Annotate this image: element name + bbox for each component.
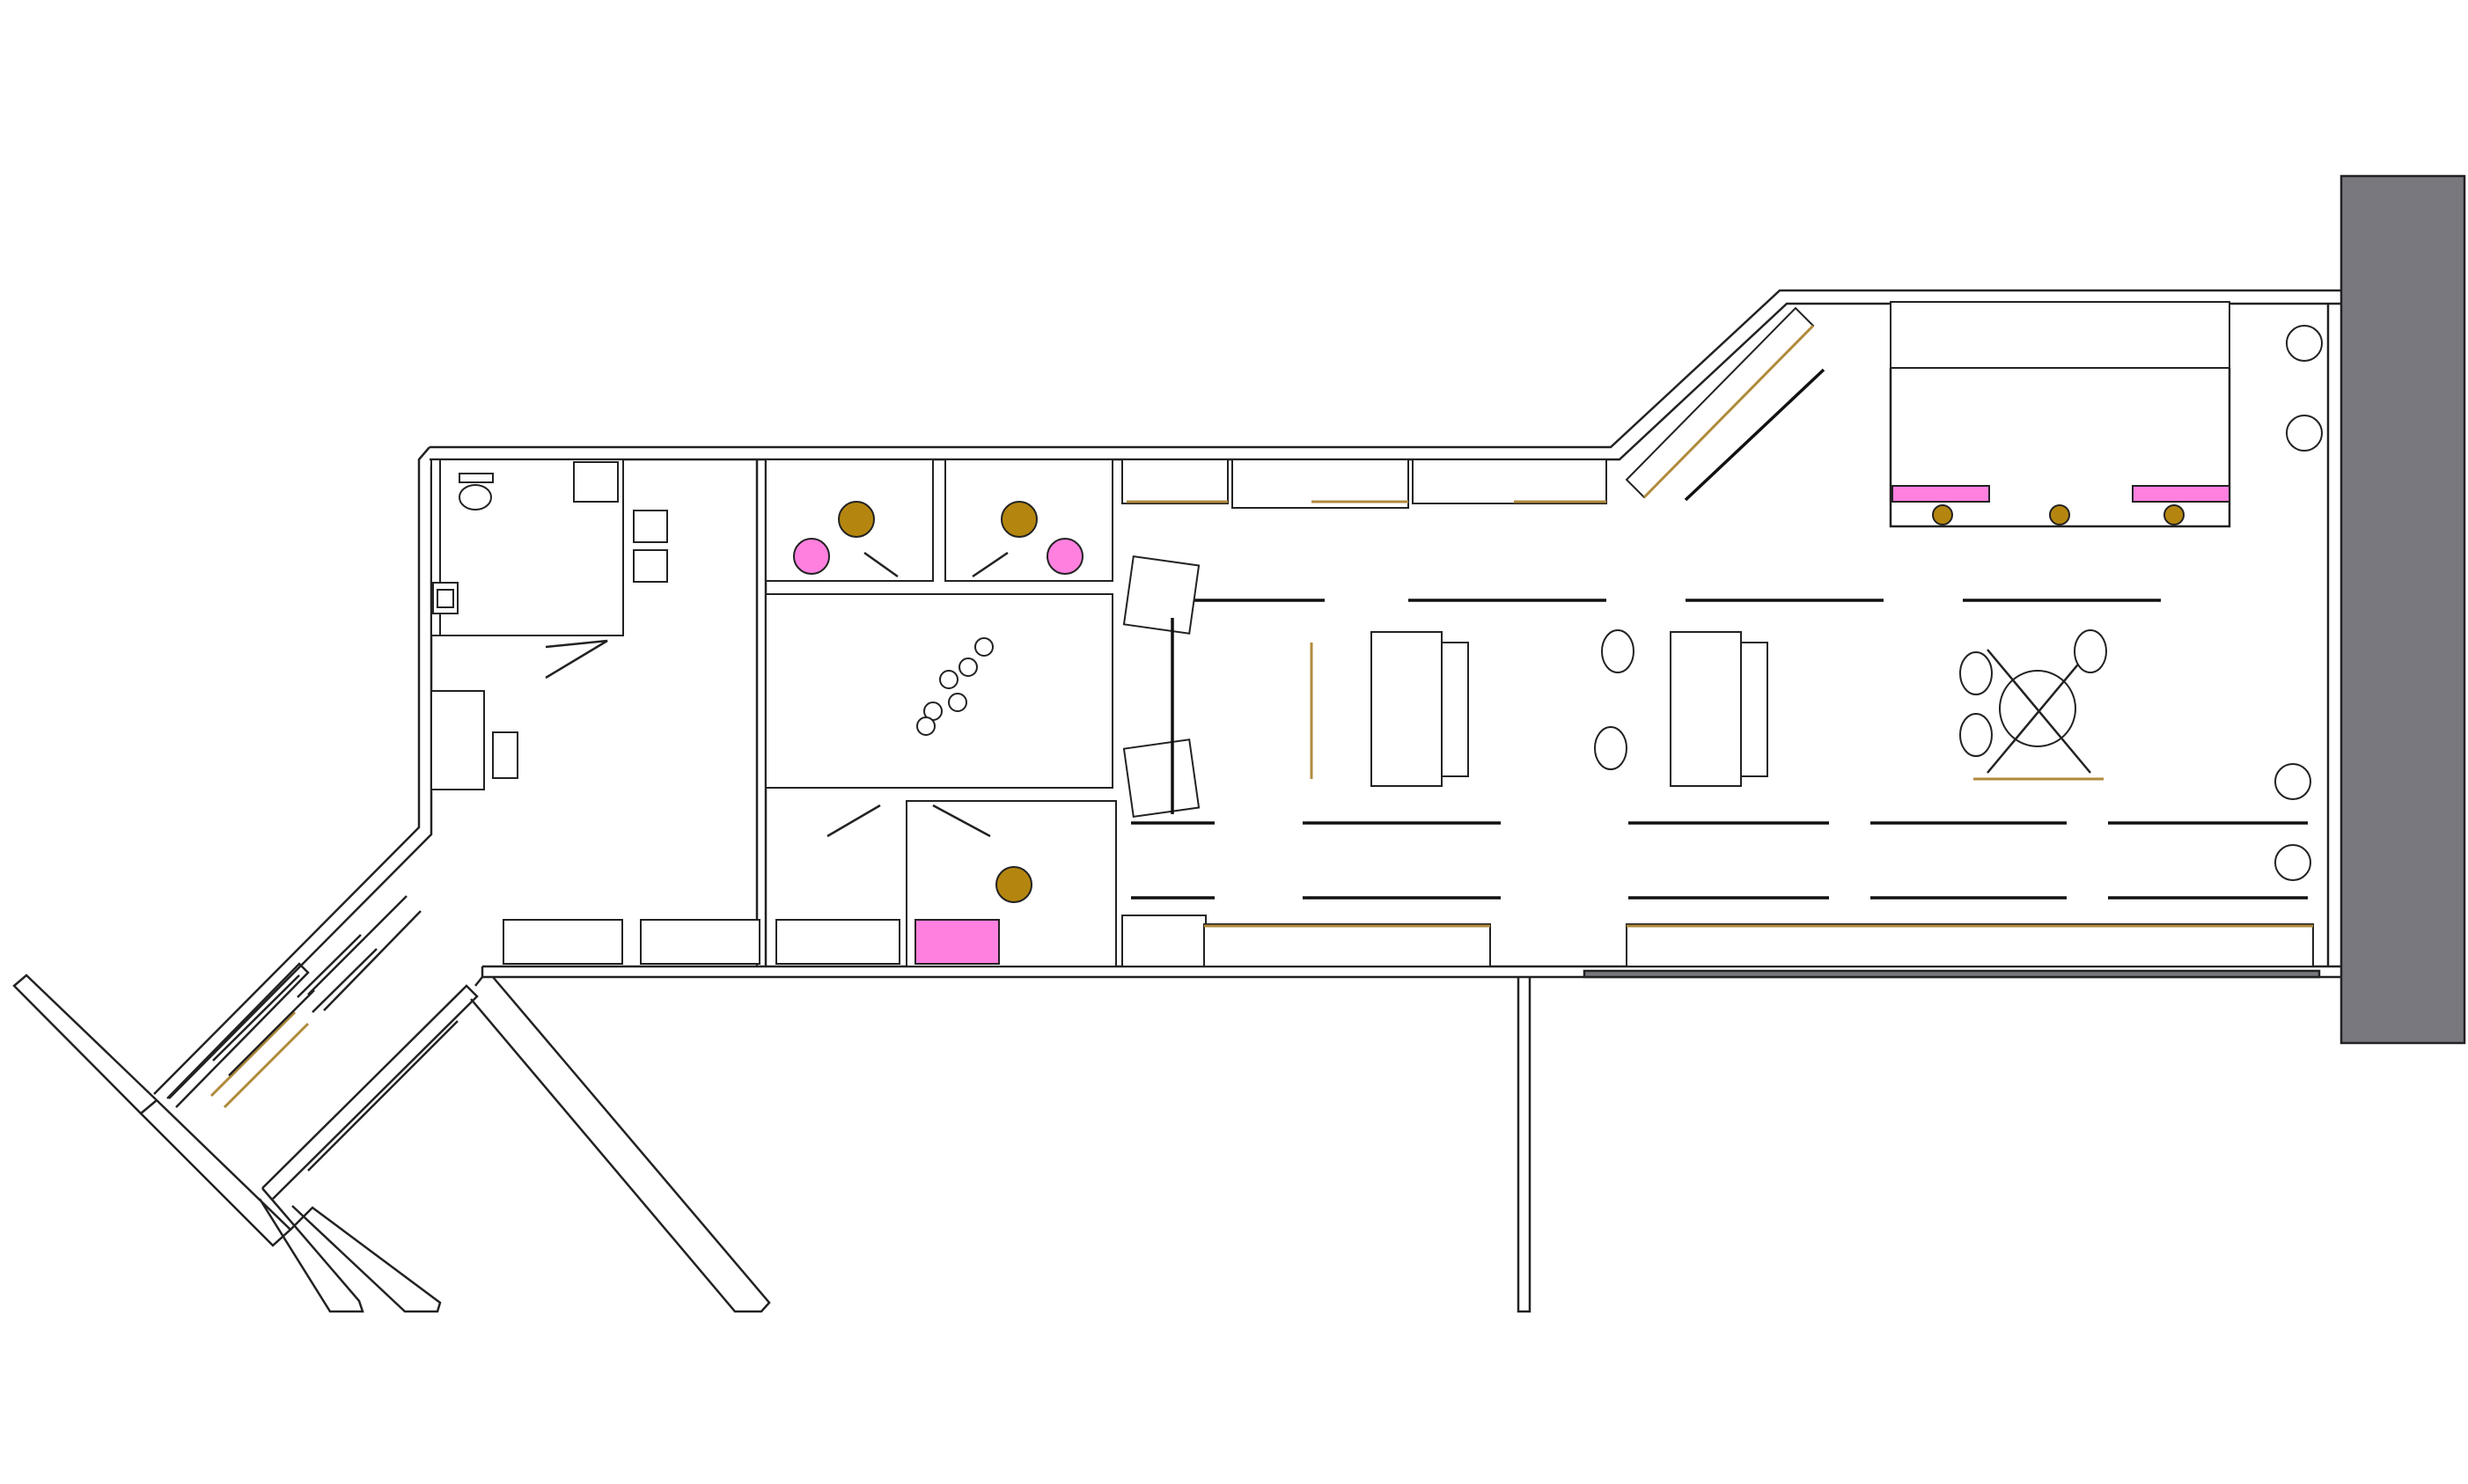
door-swing-icon bbox=[545, 639, 608, 680]
neighbor-building bbox=[2339, 174, 2466, 1045]
bathroom bbox=[430, 459, 668, 680]
fitting-rooms bbox=[765, 459, 1113, 582]
chair-icon bbox=[492, 731, 518, 779]
toilet-icon bbox=[459, 484, 492, 511]
exterior-walkways bbox=[12, 895, 1531, 1313]
reception-desk bbox=[430, 690, 518, 790]
display-room bbox=[765, 593, 1113, 789]
benches-left bbox=[503, 919, 900, 965]
lower-fitting-room bbox=[826, 800, 1117, 967]
shop-floor bbox=[1121, 301, 2323, 967]
lamp-icon bbox=[1601, 629, 1634, 673]
